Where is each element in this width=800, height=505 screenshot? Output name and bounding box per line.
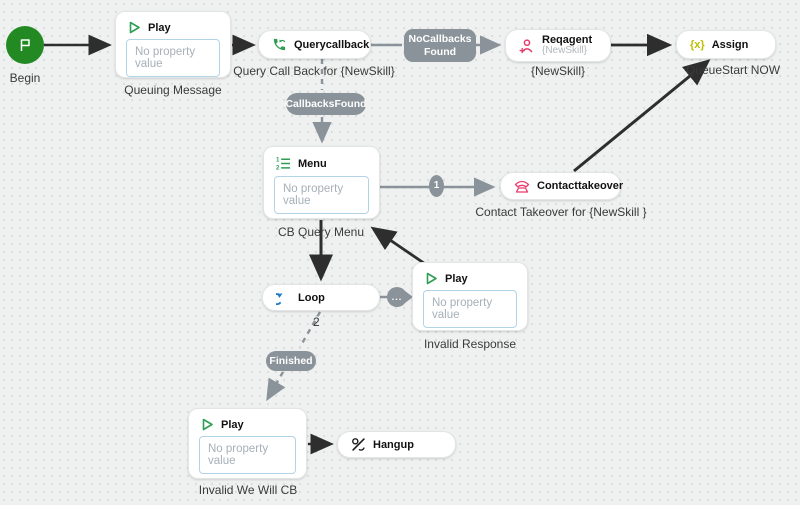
branch-badge-1[interactable]: 1 xyxy=(429,175,444,197)
node-play-invalid-we-will-cb[interactable]: Play No property value xyxy=(188,408,307,479)
branch-badge-callbacksfound[interactable]: CallbacksFound xyxy=(285,93,367,115)
property-field[interactable]: No property value xyxy=(199,436,296,474)
property-field[interactable]: No property value xyxy=(126,39,220,77)
node-title: Play xyxy=(148,21,171,34)
node-subtitle: {NewSkill} xyxy=(542,45,588,57)
svg-text:2: 2 xyxy=(276,165,280,171)
svg-text:1: 1 xyxy=(276,157,280,164)
loop-more-badge-tip xyxy=(405,291,413,303)
node-caption: {NewSkill} xyxy=(530,64,586,78)
node-hangup[interactable]: Hangup xyxy=(337,431,456,458)
node-title: Play xyxy=(445,272,468,285)
node-play-queuing-message[interactable]: Play No property value xyxy=(115,11,231,78)
node-caption: Contact Takeover for {NewSkill } xyxy=(475,205,647,219)
connector-finished-to-play[interactable] xyxy=(266,371,286,402)
node-loop[interactable]: Loop xyxy=(262,284,380,311)
loop-iteration-label: 2 xyxy=(313,315,320,329)
node-play-invalid-response[interactable]: Play No property value xyxy=(412,262,528,331)
branch-badge-more[interactable]: ... xyxy=(387,287,407,307)
agent-plus-icon xyxy=(519,38,535,54)
connector-contacttakeover-to-assign[interactable] xyxy=(573,59,711,173)
loop-icon xyxy=(276,290,291,305)
flag-icon xyxy=(17,37,33,53)
node-title: Reqagent xyxy=(542,34,593,47)
branch-badge-nocallbacksfound[interactable]: NoCallbacksFound xyxy=(404,29,476,62)
play-icon xyxy=(128,21,141,34)
node-caption: Invalid We Will CB xyxy=(198,483,298,497)
node-caption: Queuing Message xyxy=(124,83,222,97)
node-title: Querycallback xyxy=(294,38,370,51)
connector-loop-to-finished[interactable] xyxy=(298,311,322,348)
branch-badge-finished[interactable]: Finished xyxy=(266,351,316,371)
property-field[interactable]: No property value xyxy=(274,176,369,214)
node-reqagent[interactable]: Reqagent {NewSkill} xyxy=(505,29,611,62)
node-title: Loop xyxy=(298,291,325,304)
phone-takeover-icon xyxy=(514,179,530,193)
node-caption: Query Call Back for {NewSkill} xyxy=(233,64,395,78)
node-begin[interactable] xyxy=(6,26,44,64)
assign-icon: {x} xyxy=(690,38,705,51)
node-title: Play xyxy=(221,418,244,431)
node-title: Menu xyxy=(298,157,327,170)
node-caption: Invalid Response xyxy=(423,337,517,351)
node-title: Assign xyxy=(711,38,749,51)
node-title: Hangup xyxy=(373,438,414,451)
node-caption: Begin xyxy=(9,71,41,85)
node-title: Contacttakeover xyxy=(537,180,624,192)
property-field[interactable]: No property value xyxy=(423,290,517,328)
node-assign[interactable]: {x} Assign xyxy=(676,30,776,59)
hangup-icon xyxy=(351,437,366,452)
node-caption: CB Query Menu xyxy=(277,225,365,239)
node-contacttakeover[interactable]: Contacttakeover xyxy=(500,172,624,200)
node-querycallback[interactable]: Querycallback xyxy=(258,30,371,59)
querycallback-icon xyxy=(272,37,287,52)
play-icon xyxy=(201,418,214,431)
node-caption: QueueStart NOW xyxy=(685,63,781,77)
play-icon xyxy=(425,272,438,285)
